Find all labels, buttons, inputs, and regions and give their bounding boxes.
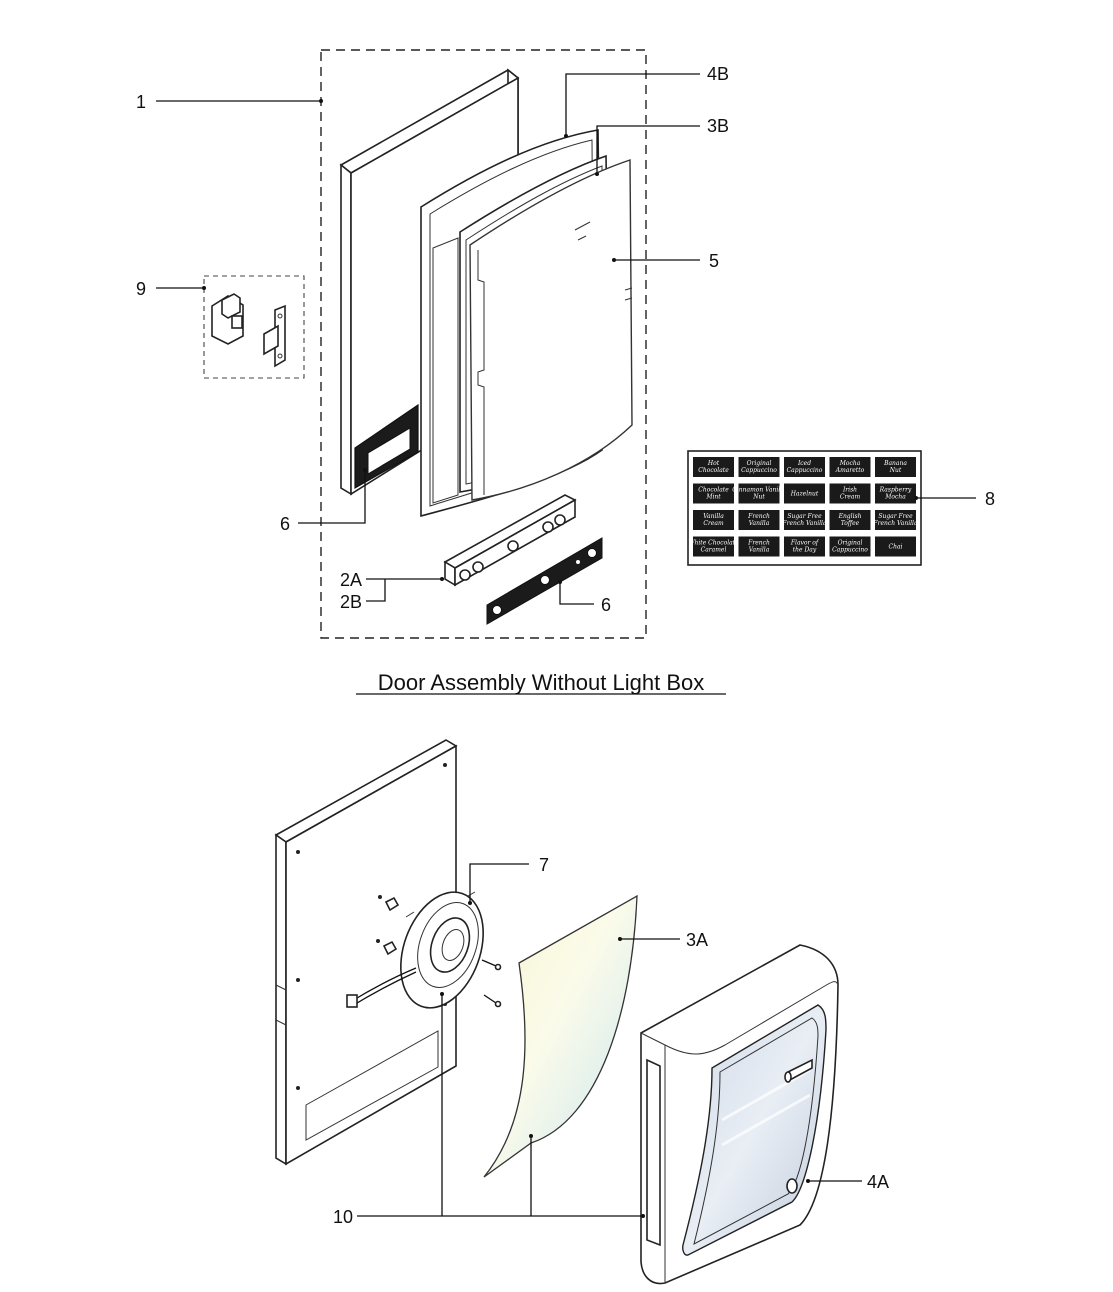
flavor-label-text: Sugar Free bbox=[878, 513, 913, 520]
flavor-label-text: Cream bbox=[840, 494, 861, 501]
flavor-label-text: French Vanilla bbox=[872, 520, 918, 527]
flavor-label: Chai bbox=[875, 536, 916, 557]
callout-3b: 3B bbox=[707, 116, 729, 136]
flavor-label-text: French Vanilla bbox=[781, 520, 827, 527]
flavor-label-text: Hazelnut bbox=[790, 491, 819, 498]
flavor-label-text: Chocolate bbox=[698, 467, 729, 474]
upper-leaders bbox=[156, 73, 976, 605]
callout-9: 9 bbox=[136, 279, 146, 299]
callout-2b: 2B bbox=[340, 592, 362, 612]
button-label-strip bbox=[486, 537, 603, 625]
flavor-label-text: French bbox=[747, 540, 770, 547]
flavor-label-text: Toffee bbox=[841, 520, 860, 527]
callout-5: 5 bbox=[709, 251, 719, 271]
flavor-label-text: Flavor of bbox=[790, 540, 820, 547]
lower-leaders bbox=[357, 863, 862, 1218]
flavor-label-text: Chocolate bbox=[698, 487, 729, 494]
light-box-4a bbox=[640, 944, 839, 1285]
button-bar-2a bbox=[443, 494, 577, 587]
flavor-label-text: Mocha bbox=[839, 460, 861, 467]
lens-5 bbox=[469, 159, 633, 501]
flavor-label-text: Cappuccino bbox=[741, 467, 777, 474]
callout-10: 10 bbox=[333, 1207, 353, 1227]
latch-kit-9 bbox=[203, 275, 305, 379]
flavor-label-text: Sugar Free bbox=[787, 513, 822, 520]
flavor-label-text: Vanilla bbox=[749, 520, 770, 527]
flavor-label-text: Iced bbox=[797, 460, 811, 467]
flavor-label-text: Raspberry bbox=[879, 487, 912, 494]
flavor-label: Hazelnut bbox=[784, 483, 825, 504]
callout-1: 1 bbox=[136, 92, 146, 112]
door-panel-lower bbox=[274, 739, 458, 1166]
callout-7: 7 bbox=[539, 855, 549, 875]
flavor-label-text: Original bbox=[747, 460, 772, 467]
flavor-label-text: Cappuccino bbox=[832, 547, 868, 554]
flavor-label-text: English bbox=[838, 513, 862, 520]
flavor-label-text: French bbox=[747, 513, 770, 520]
flavor-label-text: Amaretto bbox=[835, 467, 865, 474]
flavor-label-text: Nut bbox=[889, 467, 902, 474]
flavor-label-text: Mint bbox=[705, 494, 721, 501]
callout-4a: 4A bbox=[867, 1172, 889, 1192]
flavor-label-text: Cappuccino bbox=[787, 467, 823, 474]
diffuser-3a bbox=[483, 894, 638, 1178]
callout-8: 8 bbox=[985, 489, 995, 509]
flavor-label-text: the Day bbox=[793, 547, 817, 554]
flavor-label-text: Banana bbox=[883, 460, 907, 467]
assembly-boundary bbox=[320, 49, 647, 639]
flavor-label-text: Hot bbox=[707, 460, 720, 467]
flavor-label-text: Chai bbox=[889, 544, 903, 551]
flavor-label-text: Mocha bbox=[884, 494, 906, 501]
callout-3a: 3A bbox=[686, 930, 708, 950]
callout-6-strip: 6 bbox=[601, 595, 611, 615]
flavor-label-text: Cinnamon Vanilla bbox=[732, 487, 786, 494]
flavor-label-text: Irish bbox=[842, 487, 857, 494]
flavor-label-text: Original bbox=[838, 540, 863, 547]
flavor-label-text: Cream bbox=[703, 520, 724, 527]
flavor-label-text: Vanilla bbox=[749, 547, 770, 554]
callout-2a: 2A bbox=[340, 570, 362, 590]
flavor-label-text: Vanilla bbox=[703, 513, 724, 520]
callout-4b: 4B bbox=[707, 64, 729, 84]
flavor-label-sheet: HotChocolateOriginalCappuccinoIcedCappuc… bbox=[687, 450, 922, 566]
flavor-label-text: White Chocolate bbox=[688, 540, 739, 547]
flavor-label-text: Caramel bbox=[701, 547, 727, 554]
callout-6-door: 6 bbox=[280, 514, 290, 534]
light-fixture-7 bbox=[346, 891, 502, 1009]
flavor-label-text: Nut bbox=[752, 494, 765, 501]
section-title: Door Assembly Without Light Box bbox=[378, 670, 704, 695]
